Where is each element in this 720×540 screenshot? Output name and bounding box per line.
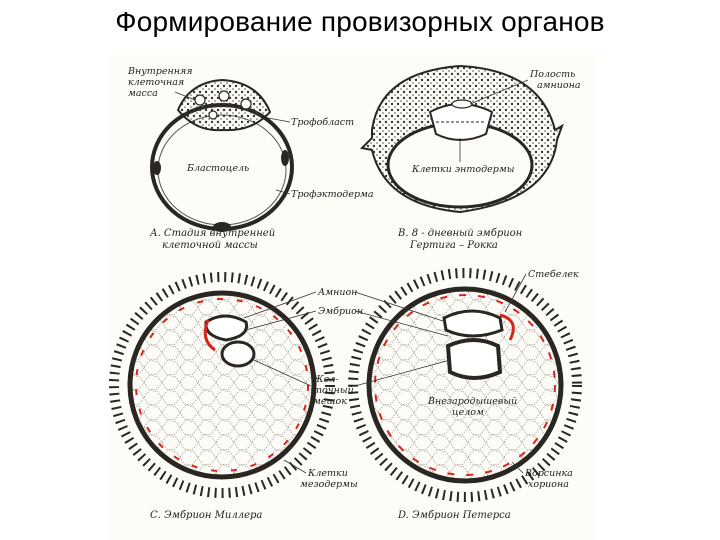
- svg-text:мезодермы: мезодермы: [300, 479, 358, 490]
- chorion-c-villi: [109, 272, 335, 498]
- caption-a-1: А. Стадия внутренней: [149, 228, 275, 239]
- svg-text:клеточная: клеточная: [128, 77, 184, 88]
- yolk-sac-c: [220, 340, 256, 368]
- svg-text:Внезародышевый: Внезародышевый: [427, 396, 517, 407]
- label-yolk-sac: Жел- точный мешок: [312, 374, 354, 407]
- caption-c: С. Эмбрион Миллера: [150, 510, 262, 521]
- chorion-c-wall: [127, 290, 317, 480]
- svg-text:Жел-: Жел-: [312, 374, 339, 385]
- svg-text:точный: точный: [313, 385, 354, 396]
- label-chorion-villus: Ворсинка хориона: [524, 468, 573, 490]
- caption-b-2: Гертига – Рокка: [409, 240, 498, 251]
- chorion-d-villi: [348, 268, 582, 502]
- svg-text:Клетки: Клетки: [307, 468, 348, 479]
- figure-c: Амнион Эмбрион Жел- точный мешок Клетки …: [109, 272, 363, 521]
- amnion-c: [204, 314, 249, 342]
- figure-b: Полость амниона Клетки энтодермы В. 8 - …: [359, 64, 581, 251]
- svg-text:масса: масса: [128, 88, 158, 99]
- label-endoderm-cells: Клетки энтодермы: [411, 164, 515, 175]
- label-amnion: Амнион: [317, 287, 357, 298]
- yolk-sac-d: [445, 338, 503, 380]
- caption-d: D. Эмбрион Петерса: [397, 510, 511, 521]
- page-title: Формирование провизорных органов: [115, 6, 605, 37]
- label-inner-cell-mass: Внутренняя клеточная масса: [127, 66, 193, 99]
- label-blastocoel: Бластоцель: [186, 163, 249, 174]
- label-trophoblast: Трофобласт: [291, 117, 354, 128]
- svg-text:целом: целом: [452, 407, 484, 418]
- svg-text:мешок: мешок: [313, 396, 347, 407]
- figure-d: Стебелек Внезародышевый целом Ворсинка х…: [348, 268, 582, 521]
- inner-cell-mass-a: [176, 78, 272, 132]
- svg-text:Внутренняя: Внутренняя: [127, 66, 193, 77]
- amnion-d: [442, 309, 504, 338]
- label-extraembryonic-coelom: Внезародышевый целом: [427, 396, 517, 418]
- label-amnion-cavity: Полость амниона: [529, 69, 581, 91]
- caption-b-1: В. 8 - дневный эмбрион: [397, 228, 522, 239]
- figure-a: Внутренняя клеточная масса Трофобласт Бл…: [127, 66, 374, 251]
- svg-text:амниона: амниона: [537, 80, 581, 91]
- chorion-d-wall: [366, 286, 564, 484]
- label-stalk: Стебелек: [528, 269, 579, 280]
- svg-text:Ворсинка: Ворсинка: [524, 468, 573, 479]
- label-trophectoderm: Трофэктодерма: [291, 189, 374, 200]
- caption-a-2: клеточной массы: [162, 240, 258, 251]
- svg-text:Полость: Полость: [529, 69, 575, 80]
- label-mesoderm-cells: Клетки мезодермы: [300, 468, 358, 490]
- svg-text:хориона: хориона: [528, 479, 569, 490]
- label-embryo: Эмбрион: [318, 306, 363, 317]
